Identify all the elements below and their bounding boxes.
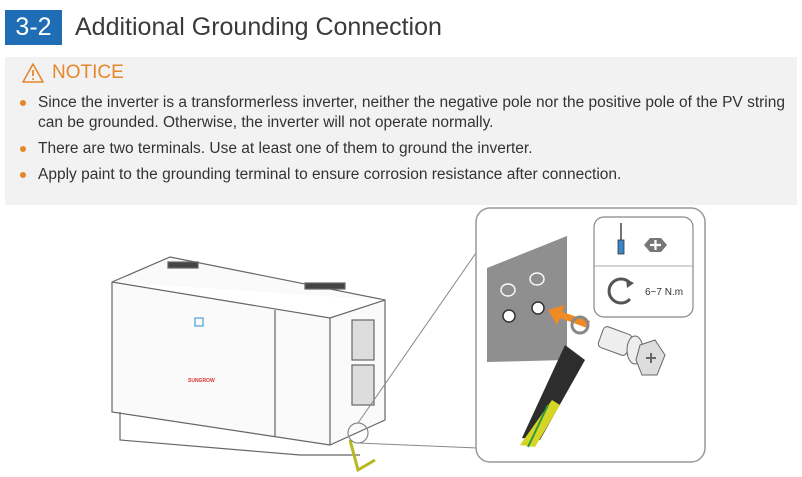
ground-symbol-icon <box>500 272 545 297</box>
terminal-hole <box>531 301 545 315</box>
bullet-icon <box>20 100 26 106</box>
notice-list: Since the inverter is a transformerless … <box>5 93 795 191</box>
notice-label: NOTICE <box>52 62 124 83</box>
warning-triangle-icon <box>22 63 44 83</box>
grounding-illustration: SUNGROW 6~7 N.m <box>111 207 706 473</box>
notice-item: Since the inverter is a transformerless … <box>5 93 795 133</box>
tool-spec-box <box>593 216 694 318</box>
notice-panel: NOTICE Since the inverter is a transform… <box>5 57 797 205</box>
bolt-washer <box>597 326 666 376</box>
notice-item: There are two terminals. Use at least on… <box>5 139 795 159</box>
screwdriver-icon <box>617 223 625 255</box>
ground-cable <box>520 315 590 448</box>
grounding-plate <box>487 236 567 362</box>
brand-label: SUNGROW <box>188 378 215 384</box>
notice-header: NOTICE <box>22 62 124 84</box>
bullet-icon <box>20 172 26 178</box>
rotate-clockwise-icon <box>607 277 632 305</box>
notice-item: Apply paint to the grounding terminal to… <box>5 165 795 185</box>
torque-value: 6~7 N.m <box>645 287 683 298</box>
section-title: Additional Grounding Connection <box>75 13 442 41</box>
inverter-drawing <box>111 256 386 473</box>
section-number: 3-2 <box>5 10 62 45</box>
arrow-icon <box>548 305 590 328</box>
terminal-hole <box>502 309 516 323</box>
phillips-screw-icon <box>644 238 667 252</box>
bullet-icon <box>20 146 26 152</box>
